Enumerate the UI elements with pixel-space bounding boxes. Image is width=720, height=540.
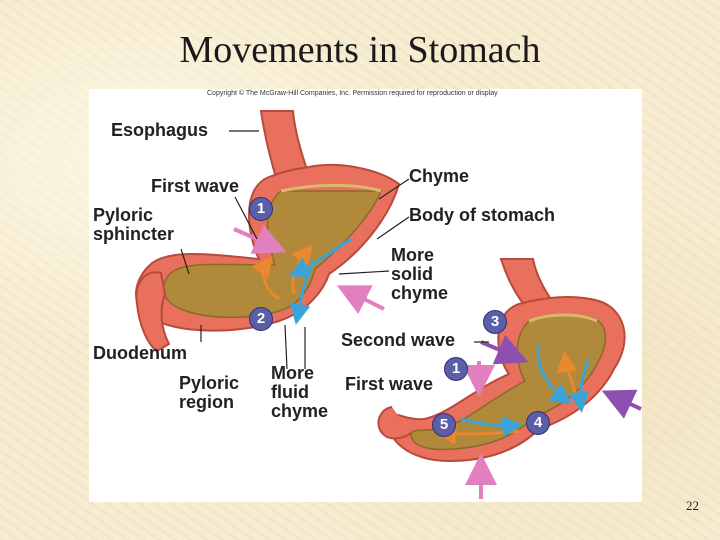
left-stomach (135, 110, 401, 353)
label-pyloric-sphincter: Pyloric sphincter (93, 205, 175, 244)
stomach-movement-figure: Copyright © The McGraw-Hill Companies, I… (89, 89, 642, 502)
label-second-wave: Second wave (341, 330, 456, 350)
label-more-solid-chyme: More solid chyme (391, 245, 449, 303)
label-chyme: Chyme (409, 166, 470, 186)
marker-2-left: 2 (249, 307, 273, 331)
label-first-wave-left: First wave (151, 176, 240, 196)
label-duodenum: Duodenum (93, 343, 187, 363)
marker-5-right: 5 (432, 413, 456, 437)
leader-lines (180, 130, 489, 370)
chyme-right (410, 314, 607, 451)
label-more-fluid-chyme: More fluid chyme (271, 363, 329, 421)
marker-3-right: 3 (483, 310, 507, 334)
label-pyloric-region: Pyloric region (179, 373, 240, 412)
duodenum-left (135, 271, 171, 353)
stomach-illustration (135, 110, 642, 499)
label-esophagus: Esophagus (111, 120, 209, 140)
label-body-of-stomach: Body of stomach (409, 205, 556, 225)
copyright-notice: Copyright © The McGraw-Hill Companies, I… (207, 90, 498, 97)
marker-1-left: 1 (249, 197, 273, 221)
chyme-left (162, 190, 383, 318)
page-number: 22 (686, 498, 699, 513)
marker-1-right: 1 (444, 357, 468, 381)
marker-4-right: 4 (526, 411, 550, 435)
label-first-wave-right: First wave (345, 374, 434, 394)
slide-title: Movements in Stomach (179, 29, 541, 71)
duodenum-right (377, 406, 412, 440)
